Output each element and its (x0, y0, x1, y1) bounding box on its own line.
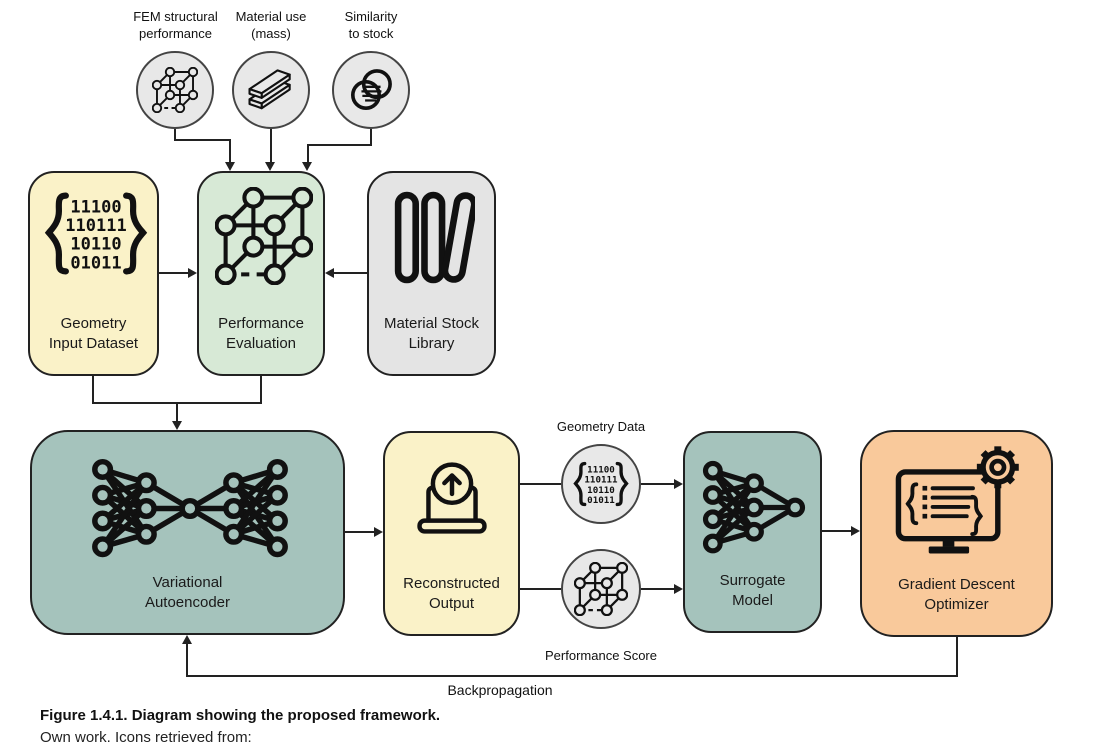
arrowhead (225, 162, 235, 171)
monitor-code-gear-icon (892, 444, 1026, 562)
criterion-circle-material-use (232, 51, 310, 129)
criterion-circle-similarity (332, 51, 410, 129)
connector-line (822, 530, 854, 532)
arrowhead (674, 479, 683, 489)
arrowhead (674, 584, 683, 594)
box-material-stock-library: Material Stock Library (367, 171, 496, 376)
box-performance-evaluation: Performance Evaluation (197, 171, 325, 376)
connector-line (229, 139, 231, 165)
binary-data-icon (44, 191, 148, 276)
criterion-label-similarity: Similarity to stock (344, 9, 398, 41)
connector-line (159, 272, 191, 274)
connector-line (641, 588, 677, 590)
arrowhead (374, 527, 383, 537)
connector-line (307, 144, 309, 165)
lattice-icon (574, 562, 628, 616)
box-label: Reconstructed Output (403, 575, 500, 612)
figure-caption-credit: Own work. Icons retrieved from: (40, 729, 252, 746)
arrowhead (182, 635, 192, 644)
connector-line (270, 129, 272, 165)
connector-line (345, 531, 377, 533)
connector-line (174, 139, 231, 141)
performance-score-circle (561, 549, 641, 629)
arrowhead (325, 268, 334, 278)
autoencoder-network-icon (92, 458, 288, 558)
connector-line (641, 483, 677, 485)
laptop-upload-icon (404, 457, 500, 541)
connector-line (520, 588, 561, 590)
connector-line (333, 272, 367, 274)
connector-line (307, 144, 372, 146)
connector-line (186, 643, 188, 677)
connector-line (370, 129, 372, 146)
arrowhead (265, 162, 275, 171)
box-gradient-descent-optimizer: Gradient Descent Optimizer (860, 430, 1053, 637)
box-label: Performance Evaluation (218, 315, 304, 352)
connector-line (956, 636, 958, 677)
arrowhead (172, 421, 182, 430)
venn-overlap-icon (346, 65, 396, 115)
connector-line (186, 675, 958, 677)
box-label: Geometry Input Dataset (48, 315, 139, 352)
box-reconstructed-output: Reconstructed Output (383, 431, 520, 636)
arrowhead (188, 268, 197, 278)
connector-line (176, 402, 178, 424)
criterion-label-material-use: Material use (mass) (235, 9, 307, 41)
connector-line (92, 376, 94, 404)
performance-score-label: Performance Score (545, 648, 657, 663)
lattice-icon (152, 67, 198, 113)
box-label: Surrogate Model (719, 572, 786, 609)
geometry-data-label: Geometry Data (556, 419, 646, 434)
arrowhead (302, 162, 312, 171)
network-funnel-icon (702, 460, 806, 554)
connector-line (260, 376, 262, 404)
box-label: Material Stock Library (383, 315, 480, 352)
geometry-data-circle (561, 444, 641, 524)
binary-data-icon (573, 461, 629, 507)
box-geometry-input-dataset: Geometry Input Dataset (28, 171, 159, 376)
box-variational-autoencoder: Variational Autoencoder (30, 430, 345, 635)
lattice-icon (215, 187, 313, 285)
books-icon (393, 189, 475, 286)
criterion-label-fem: FEM structural performance (133, 9, 218, 41)
box-label: Gradient Descent Optimizer (898, 576, 1015, 613)
arrowhead (851, 526, 860, 536)
box-surrogate-model: Surrogate Model (683, 431, 822, 633)
figure-caption-title: Figure 1.4.1. Diagram showing the propos… (40, 707, 441, 724)
connector-line (520, 483, 561, 485)
connector-line (174, 129, 176, 141)
box-label: Variational Autoencoder (144, 574, 231, 611)
material-planks-icon (243, 62, 299, 118)
criterion-circle-fem (136, 51, 214, 129)
backpropagation-label: Backpropagation (447, 682, 553, 698)
